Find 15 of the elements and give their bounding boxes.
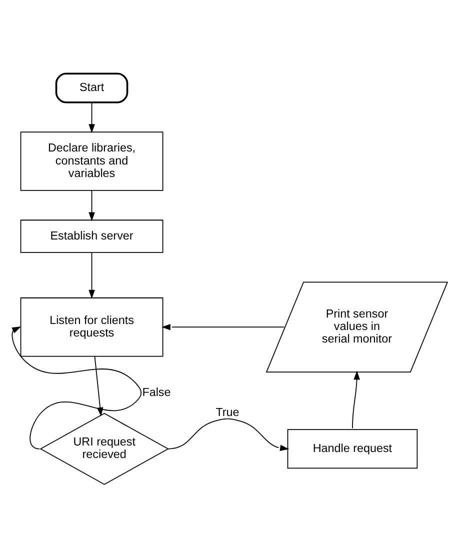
edge-label: True — [216, 406, 240, 419]
arrow — [88, 190, 95, 222]
arrow — [88, 102, 95, 134]
arrow — [352, 370, 360, 429]
node-box: Establish server — [20, 220, 164, 253]
arrow — [88, 252, 95, 299]
node-box: Listen for clients requests — [20, 297, 164, 357]
arrow — [161, 324, 285, 330]
node-diamond: URI request recieved — [40, 412, 170, 485]
node-box: Start — [55, 72, 128, 104]
arrow — [167, 418, 290, 452]
node-box: Declare libraries, constants and variables — [20, 132, 164, 191]
node-box: Handle request — [287, 429, 418, 469]
edge-label: False — [142, 386, 171, 399]
arrow — [12, 326, 142, 450]
